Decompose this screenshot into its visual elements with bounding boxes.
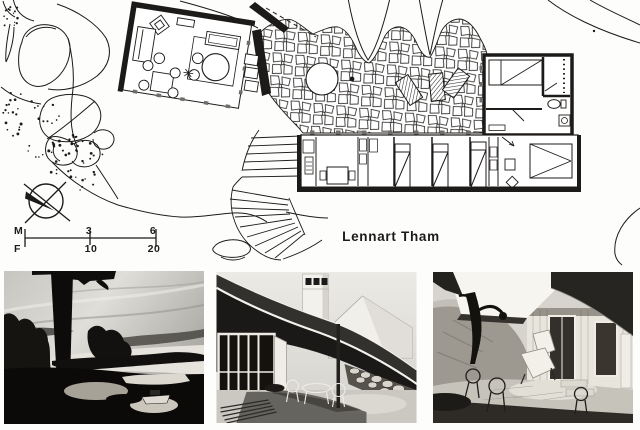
scale-bar: M F 3 6 10 20: [14, 225, 160, 255]
scale-meters-end: 6: [150, 225, 156, 237]
roof-post: [336, 324, 340, 408]
photo-terrace-roof-exterior: [215, 272, 418, 423]
tree-trunk-silhouette: [465, 292, 482, 364]
roof-overhang: [551, 272, 633, 336]
terrain-right: [547, 0, 640, 266]
scale-feet-mid: 10: [85, 243, 98, 255]
kitchen-table: [326, 166, 349, 185]
roof-beam-silhouette: [32, 271, 116, 285]
sweeping-roof: [216, 274, 417, 384]
sofa: [132, 26, 157, 64]
fireplace-table: [201, 53, 230, 82]
photo-sunset-archipelago-view: [4, 271, 204, 424]
sink: [558, 114, 571, 127]
bedroom-block-plan: [479, 53, 574, 137]
window: [594, 321, 618, 377]
scale-meters-unit: M: [14, 225, 23, 237]
photo-terrace-art: [215, 272, 418, 423]
scale-meters-mid: 3: [86, 225, 92, 237]
photo-courtyard-art: [433, 272, 633, 423]
porch-column-silhouette: [51, 273, 73, 383]
sun-loungers: [394, 67, 471, 107]
toilet: [547, 99, 561, 109]
compass-north-arrow-icon: [23, 181, 71, 224]
terrace-round-table: [305, 62, 339, 96]
deck-chair-seat: [520, 347, 556, 379]
bedroom-wing-plan: [297, 134, 581, 192]
terrace-wall-posts: [310, 130, 471, 135]
single-beds: [394, 141, 487, 188]
living-room-plan: [117, 1, 289, 109]
stipple-dots: [2, 6, 104, 191]
woodpile: [220, 399, 277, 423]
terrace-furniture: [285, 379, 346, 408]
photo-sunset-art: [4, 271, 204, 424]
photo-courtyard-deckchair: [433, 272, 633, 423]
entry-porch: [243, 2, 289, 96]
scale-feet-end: 20: [148, 243, 161, 255]
site-plan: M F 3 6 10 20 Lennart Tham: [0, 0, 640, 266]
tree-silhouette-center: [87, 325, 132, 362]
architect-caption: Lennart Tham: [342, 229, 440, 244]
plant-icon: [183, 67, 194, 78]
dining-table: [149, 70, 175, 95]
terrain-rocks: [0, 0, 119, 200]
scale-feet-unit: F: [14, 243, 21, 255]
master-bed: [529, 143, 573, 179]
window-posts: [132, 40, 251, 109]
boat: [141, 394, 171, 405]
wire-chairs: [464, 368, 589, 415]
shoreline: [51, 161, 329, 261]
stone-terrace: [179, 0, 488, 135]
stairs: [229, 129, 323, 261]
sky-gap: [449, 272, 573, 318]
foreground-table-silhouette: [433, 393, 471, 411]
